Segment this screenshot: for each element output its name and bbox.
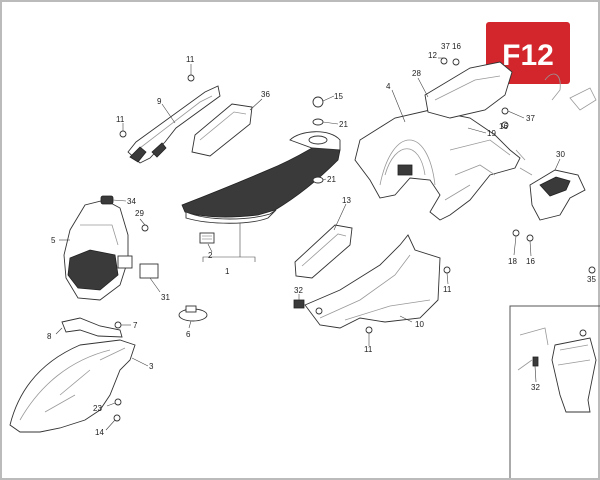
label-p9: 9 — [157, 97, 162, 106]
label-p32a: 32 — [294, 286, 303, 295]
inset-border — [509, 305, 600, 478]
label-p2: 2 — [208, 251, 213, 260]
part-rear-mudguard — [354, 109, 521, 221]
label-p19: 19 — [487, 129, 496, 138]
bracket-part-1 — [202, 256, 256, 262]
label-p14: 14 — [95, 428, 104, 437]
label-p11a: 11 — [186, 55, 195, 64]
label-p7: 7 — [133, 321, 138, 330]
label-p1: 1 — [225, 267, 230, 276]
bolt-11-top — [187, 74, 195, 82]
clip-part-2 — [199, 232, 215, 244]
inset-bolt — [579, 329, 587, 337]
label-p11c: 11 — [443, 285, 452, 294]
label-p35: 35 — [587, 275, 596, 284]
bolt-11-left — [119, 130, 127, 138]
part-side-panel-small — [294, 224, 353, 279]
bolt-part-29 — [141, 224, 149, 232]
inset-mudflap — [551, 337, 597, 413]
washer-part-21-top — [312, 118, 324, 126]
part-side-pad — [191, 103, 253, 157]
label-p4: 4 — [386, 82, 391, 91]
label-p34: 34 — [127, 197, 136, 206]
label-p30: 30 — [556, 150, 565, 159]
bolt-part-23 — [114, 398, 122, 406]
inset-clip — [532, 356, 539, 367]
badge-text: F12 — [502, 39, 554, 72]
part-grab-handle — [424, 57, 597, 129]
label-p15: 15 — [334, 92, 343, 101]
label-p32b: 32 — [531, 383, 540, 392]
label-p16a: 16 — [452, 42, 461, 51]
part-seat — [181, 131, 341, 224]
clip-part-34 — [100, 195, 114, 205]
label-p8: 8 — [47, 332, 52, 341]
part-bracket — [61, 317, 123, 338]
washer-part-21-bottom — [312, 176, 324, 184]
label-p28: 28 — [412, 69, 421, 78]
label-p21b: 21 — [327, 175, 336, 184]
label-p5: 5 — [51, 236, 56, 245]
label-p29: 29 — [135, 209, 144, 218]
leader-lines — [55, 57, 561, 431]
cap-part-15 — [312, 96, 324, 108]
bolt-part-14 — [113, 414, 121, 422]
label-p16b: 16 — [499, 122, 508, 131]
label-p21a: 21 — [339, 120, 348, 129]
label-p31: 31 — [161, 293, 170, 302]
label-p37a: 37 — [441, 42, 450, 51]
part-front-fender — [9, 339, 136, 433]
inset-detail — [509, 305, 600, 478]
bolt-11-side — [443, 266, 451, 274]
label-p12: 12 — [428, 51, 437, 60]
label-p6: 6 — [186, 330, 191, 339]
label-p36: 36 — [261, 90, 270, 99]
part-rear-light — [512, 149, 596, 274]
label-p16c: 16 — [526, 257, 535, 266]
reflector-part-31 — [139, 263, 159, 279]
label-p13: 13 — [342, 196, 351, 205]
label-p18: 18 — [508, 257, 517, 266]
label-p3: 3 — [149, 362, 154, 371]
clip-part-32 — [293, 299, 305, 309]
part-side-cover — [304, 234, 441, 329]
label-p37b: 37 — [526, 114, 535, 123]
bolt-11-cover — [365, 326, 373, 334]
part-headlight-mask — [63, 199, 133, 301]
label-p11d: 11 — [364, 345, 373, 354]
bolt-part-7 — [114, 321, 122, 329]
part-side-rail — [127, 85, 221, 164]
label-p11b: 11 — [116, 115, 125, 124]
label-p10: 10 — [415, 320, 424, 329]
label-p23: 23 — [93, 404, 102, 413]
part-number-labels: 11 9 11 36 15 21 21 4 28 12 37 16 19 16 … — [47, 42, 596, 437]
